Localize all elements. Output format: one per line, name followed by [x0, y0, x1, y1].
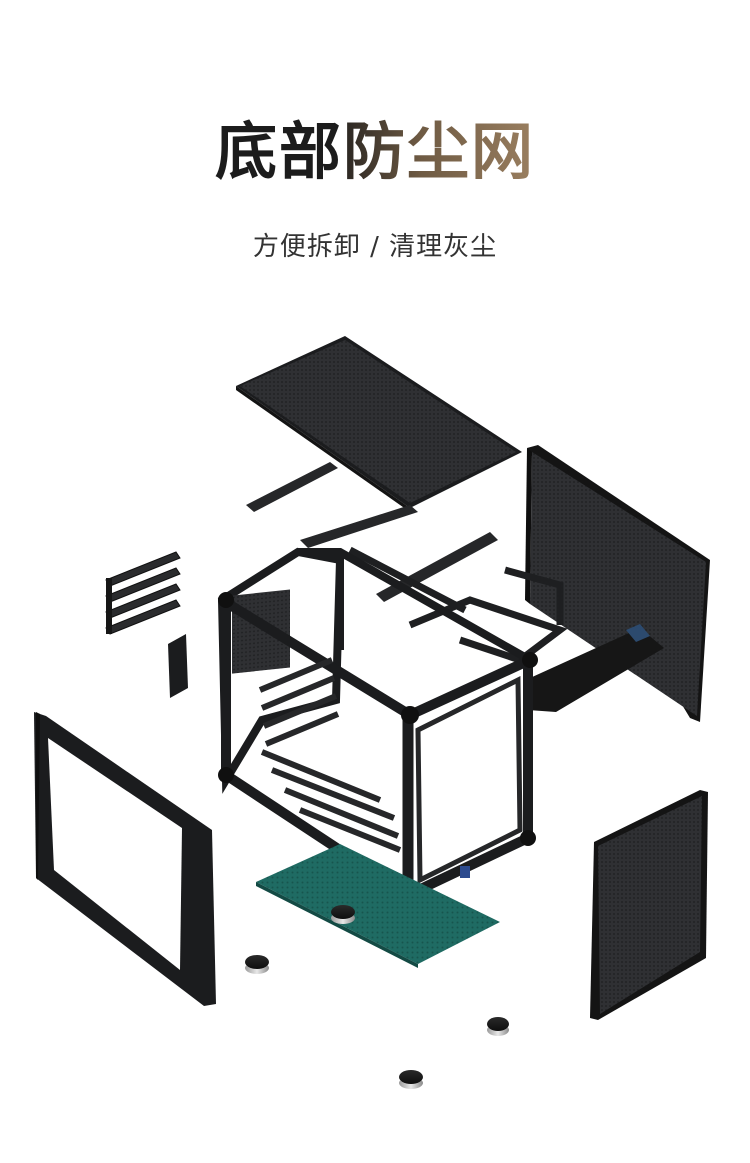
- bottom-dust-filter: [256, 844, 500, 968]
- case-foot: [487, 1017, 509, 1036]
- right-side-mesh-panel: [525, 445, 710, 722]
- case-foot: [245, 955, 269, 974]
- case-chassis-frame: [217, 547, 538, 906]
- drive-cage: [348, 546, 568, 664]
- pcie-slot-covers: [105, 551, 181, 635]
- title-part-2: 防尘网: [343, 115, 536, 188]
- title-part-1: 底部: [214, 115, 343, 188]
- page-subtitle: 方便拆卸 / 清理灰尘: [252, 232, 498, 262]
- exploded-case-illustration: [34, 336, 710, 1089]
- front-mesh-panel: [590, 790, 708, 1020]
- case-foot: [399, 1070, 423, 1089]
- small-bracket: [168, 634, 188, 698]
- page-title: 底部防尘网: [0, 112, 750, 192]
- case-feet: [245, 905, 509, 1089]
- case-foot: [331, 905, 355, 924]
- top-bracket: [246, 462, 498, 602]
- top-mesh-panel: [236, 336, 522, 512]
- left-frame-panel: [34, 712, 216, 1006]
- gpu-support-bracket: [528, 624, 664, 712]
